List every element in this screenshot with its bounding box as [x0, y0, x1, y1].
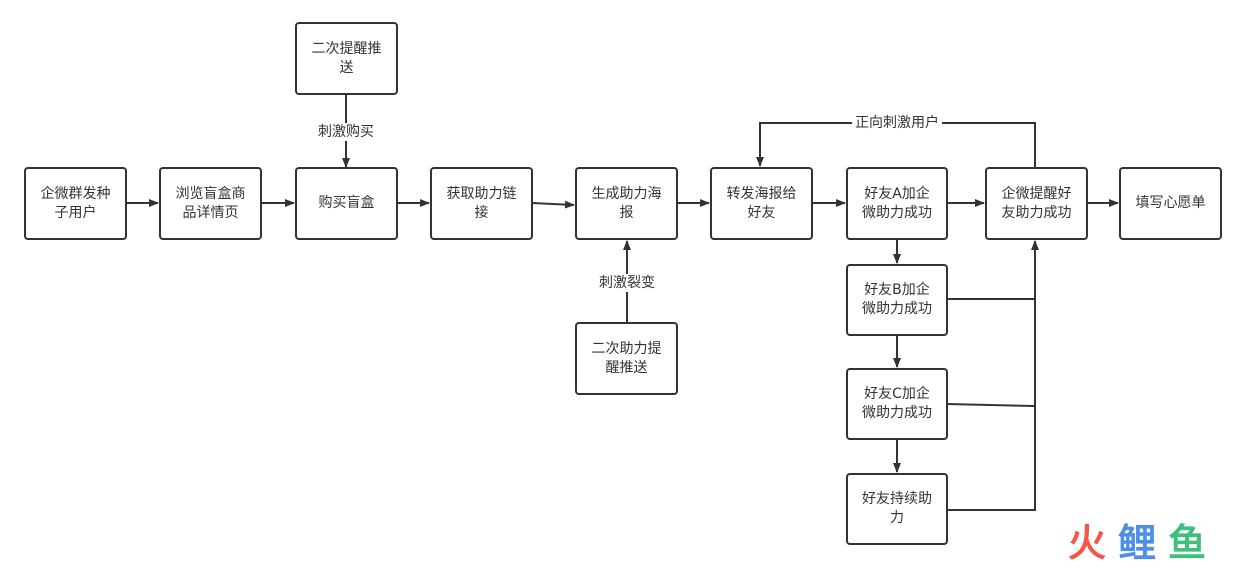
node-friend-c: 好友C加企微助力成功: [846, 368, 948, 440]
node-browse-detail: 浏览盲盒商品详情页: [159, 167, 262, 240]
edge-n4-n5: [531, 200, 575, 209]
watermark-char-3: 鱼: [1168, 522, 1206, 562]
node-notify-success: 企微提醒好友助力成功: [985, 167, 1088, 240]
node-wishlist: 填写心愿单: [1119, 167, 1222, 240]
watermark-logo: 火 鲤 鱼: [1068, 522, 1206, 562]
edge-n14-n8: [947, 240, 1039, 511]
node-seed-users: 企微群发种子用户: [24, 167, 127, 240]
node-friend-b: 好友B加企微助力成功: [846, 264, 948, 336]
node-share-poster: 转发海报给好友: [710, 167, 813, 240]
edge-label-positive-stimulus: 正向刺激用户: [852, 114, 942, 132]
edge-label-stimulate-fission: 刺激裂变: [596, 274, 658, 292]
node-second-assist-reminder: 二次助力提醒推送: [575, 322, 678, 395]
node-get-link: 获取助力链接: [430, 167, 533, 240]
edge-label-stimulate-purchase: 刺激购买: [315, 123, 377, 141]
node-buy-box: 购买盲盒: [295, 167, 398, 240]
watermark-char-1: 火: [1068, 522, 1106, 562]
node-friend-continue: 好友持续助力: [846, 473, 948, 545]
edge-n13-n8: [946, 403, 1036, 407]
node-second-reminder: 二次提醒推送: [295, 22, 398, 95]
node-friend-a: 好友A加企微助力成功: [846, 167, 948, 240]
node-gen-poster: 生成助力海报: [575, 167, 678, 240]
watermark-char-2: 鲤: [1118, 522, 1156, 562]
